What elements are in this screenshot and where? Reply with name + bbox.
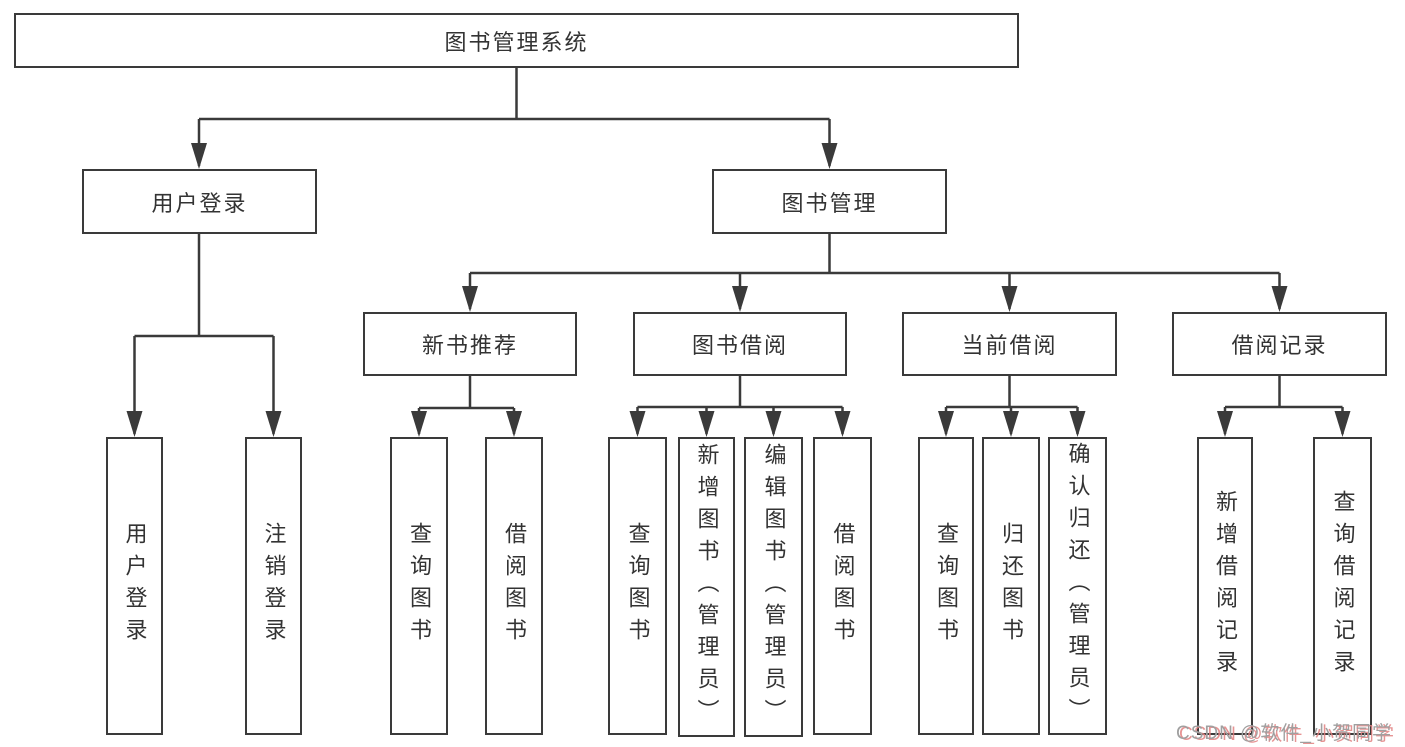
leaf-add-book-admin: 新增图书（管理员） (678, 437, 735, 737)
node-book-management: 图书管理 (712, 169, 947, 234)
arrow-down-icon (732, 286, 748, 312)
leaf-edit-book-admin: 编辑图书（管理员） (744, 437, 803, 737)
leaf-return-book: 归还图书 (982, 437, 1040, 735)
node-borrowing-records: 借阅记录 (1172, 312, 1387, 376)
node-library-management-system: 图书管理系统 (14, 13, 1019, 68)
leaf-query-books-borrow: 查询图书 (608, 437, 667, 735)
leaf-logout-login: 注销登录 (245, 437, 302, 735)
leaf-confirm-return-admin: 确认归还（管理员） (1048, 437, 1107, 735)
arrow-down-icon (1069, 411, 1086, 437)
leaf-borrow-books-recommend: 借阅图书 (485, 437, 543, 735)
arrow-down-icon (821, 143, 838, 169)
arrow-down-icon (1271, 286, 1288, 312)
node-book-borrowing: 图书借阅 (633, 312, 847, 376)
arrow-down-icon (765, 411, 782, 437)
csdn-watermark: CSDN @软件_小贺同学 (1176, 723, 1392, 744)
leaf-query-books-current: 查询图书 (918, 437, 974, 735)
node-current-borrowing: 当前借阅 (902, 312, 1117, 376)
arrow-down-icon (834, 411, 851, 437)
arrow-down-icon (506, 411, 522, 437)
arrow-down-icon (1334, 411, 1351, 437)
leaf-user-login: 用户登录 (106, 437, 163, 735)
arrow-down-icon (1217, 411, 1233, 437)
arrow-down-icon (1003, 411, 1019, 437)
leaf-add-borrow-record: 新增借阅记录 (1197, 437, 1253, 735)
leaf-borrow-books: 借阅图书 (813, 437, 872, 735)
arrow-down-icon (462, 286, 478, 312)
arrow-down-icon (698, 411, 715, 437)
node-user-login: 用户登录 (82, 169, 317, 234)
node-new-book-recommendation: 新书推荐 (363, 312, 577, 376)
leaf-query-borrow-record: 查询借阅记录 (1313, 437, 1372, 735)
arrow-down-icon (265, 411, 282, 437)
arrow-down-icon (1001, 286, 1018, 312)
arrow-down-icon (411, 411, 427, 437)
leaf-query-books-recommend: 查询图书 (390, 437, 448, 735)
connector-lines (133, 68, 1344, 434)
arrow-down-icon (629, 411, 646, 437)
arrow-down-icon (191, 143, 207, 169)
arrow-down-icon (938, 411, 954, 437)
arrow-down-icon (126, 411, 143, 437)
